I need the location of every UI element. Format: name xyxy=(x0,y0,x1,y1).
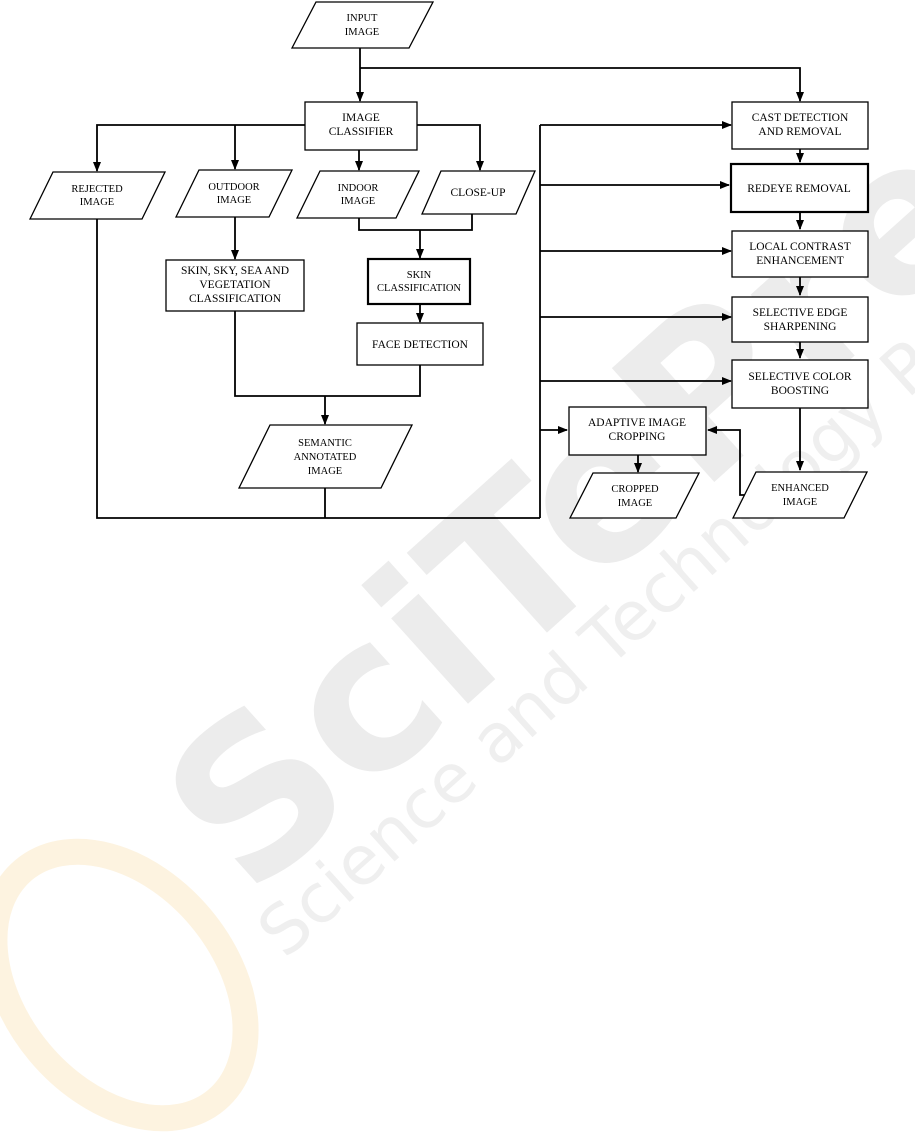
node-label: IMAGE xyxy=(308,466,342,477)
edge-classifier-to-closeup xyxy=(417,124,484,171)
process-box xyxy=(366,257,472,306)
node-label: VEGETATION xyxy=(199,279,271,291)
parallelogram xyxy=(731,471,869,519)
process-box xyxy=(731,230,869,278)
node-label: IMAGE xyxy=(345,27,379,38)
node-cropped-image: CROPPED IMAGE xyxy=(568,472,701,519)
node-label: IMAGE xyxy=(342,112,380,124)
edges xyxy=(93,48,804,519)
parallelogram xyxy=(568,472,701,519)
node-label: SKIN xyxy=(407,270,432,281)
node-outdoor-image: OUTDOOR IMAGE xyxy=(174,169,294,218)
node-label: ENHANCEMENT xyxy=(756,255,844,267)
node-label: SKIN, SKY, SEA AND xyxy=(181,265,289,277)
node-rejected-image: REJECTED IMAGE xyxy=(28,171,167,220)
node-label: ANNOTATED xyxy=(294,452,357,463)
edge-bottom-collector xyxy=(96,219,540,519)
edge-indoor-closeup-to-skin xyxy=(358,214,473,258)
node-label: INPUT xyxy=(347,13,379,24)
watermark-logo-ring xyxy=(0,838,259,1132)
process-box xyxy=(731,296,869,343)
node-label: CLASSIFICATION xyxy=(377,283,461,294)
node-skin-sky-sea-vegetation: SKIN, SKY, SEA AND VEGETATION CLASSIFICA… xyxy=(165,259,305,312)
node-label: IMAGE xyxy=(341,196,375,207)
parallelogram xyxy=(237,424,414,489)
node-label: FACE DETECTION xyxy=(372,339,469,351)
node-label: ADAPTIVE IMAGE xyxy=(588,417,686,429)
process-box xyxy=(729,162,870,214)
node-label: BOOSTING xyxy=(771,385,829,397)
node-label: INDOOR xyxy=(338,183,379,194)
node-label: SEMANTIC xyxy=(298,438,352,449)
node-cast-detection: CAST DETECTION AND REMOVAL xyxy=(731,101,869,150)
node-close-up: CLOSE-UP xyxy=(421,170,536,215)
node-enhanced-image: ENHANCED IMAGE xyxy=(731,471,869,519)
node-label: CAST DETECTION xyxy=(752,112,849,124)
node-label: REDEYE REMOVAL xyxy=(747,183,851,195)
node-label: AND REMOVAL xyxy=(758,126,841,138)
node-face-detection: FACE DETECTION xyxy=(356,322,484,366)
node-semantic-annotated-image: SEMANTIC ANNOTATED IMAGE xyxy=(237,424,414,489)
node-label: CLASSIFICATION xyxy=(189,293,282,305)
process-box xyxy=(304,101,418,151)
node-label: ENHANCED xyxy=(771,483,829,494)
parallelogram xyxy=(295,170,421,219)
node-label: SHARPENING xyxy=(764,321,837,333)
node-skin-classification: SKIN CLASSIFICATION xyxy=(366,257,472,306)
node-label: CLOSE-UP xyxy=(451,187,506,199)
node-label: SELECTIVE COLOR xyxy=(748,371,852,383)
node-redeye-removal: REDEYE REMOVAL xyxy=(729,162,870,214)
node-selective-color: SELECTIVE COLOR BOOSTING xyxy=(731,359,869,409)
process-box xyxy=(356,322,484,366)
node-label: REJECTED xyxy=(71,184,123,195)
process-box xyxy=(568,406,707,456)
node-label: IMAGE xyxy=(217,195,251,206)
process-box xyxy=(731,101,869,150)
node-label: OUTDOOR xyxy=(208,182,259,193)
node-label: SELECTIVE EDGE xyxy=(753,307,848,319)
process-box xyxy=(731,359,869,409)
node-selective-edge: SELECTIVE EDGE SHARPENING xyxy=(731,296,869,343)
node-adaptive-cropping: ADAPTIVE IMAGE CROPPING xyxy=(568,406,707,456)
node-label: CROPPING xyxy=(609,431,666,443)
edge-input-to-cast xyxy=(360,67,804,102)
node-label: IMAGE xyxy=(80,197,114,208)
node-local-contrast: LOCAL CONTRAST ENHANCEMENT xyxy=(731,230,869,278)
parallelogram xyxy=(290,1,435,49)
node-label: IMAGE xyxy=(783,497,817,508)
node-label: IMAGE xyxy=(618,498,652,509)
node-label: LOCAL CONTRAST xyxy=(749,241,850,253)
process-box xyxy=(165,259,305,312)
node-indoor-image: INDOOR IMAGE xyxy=(295,170,421,219)
node-label: CROPPED xyxy=(611,484,659,495)
node-input-image: INPUT IMAGE xyxy=(290,1,435,49)
edge-classifier-to-rejected xyxy=(93,124,305,172)
parallelogram xyxy=(174,169,294,218)
edge-merge-to-semantic xyxy=(234,311,421,424)
node-label: CLASSIFIER xyxy=(329,126,394,138)
parallelogram xyxy=(421,170,536,215)
node-image-classifier: IMAGE CLASSIFIER xyxy=(304,101,418,151)
parallelogram xyxy=(28,171,167,220)
